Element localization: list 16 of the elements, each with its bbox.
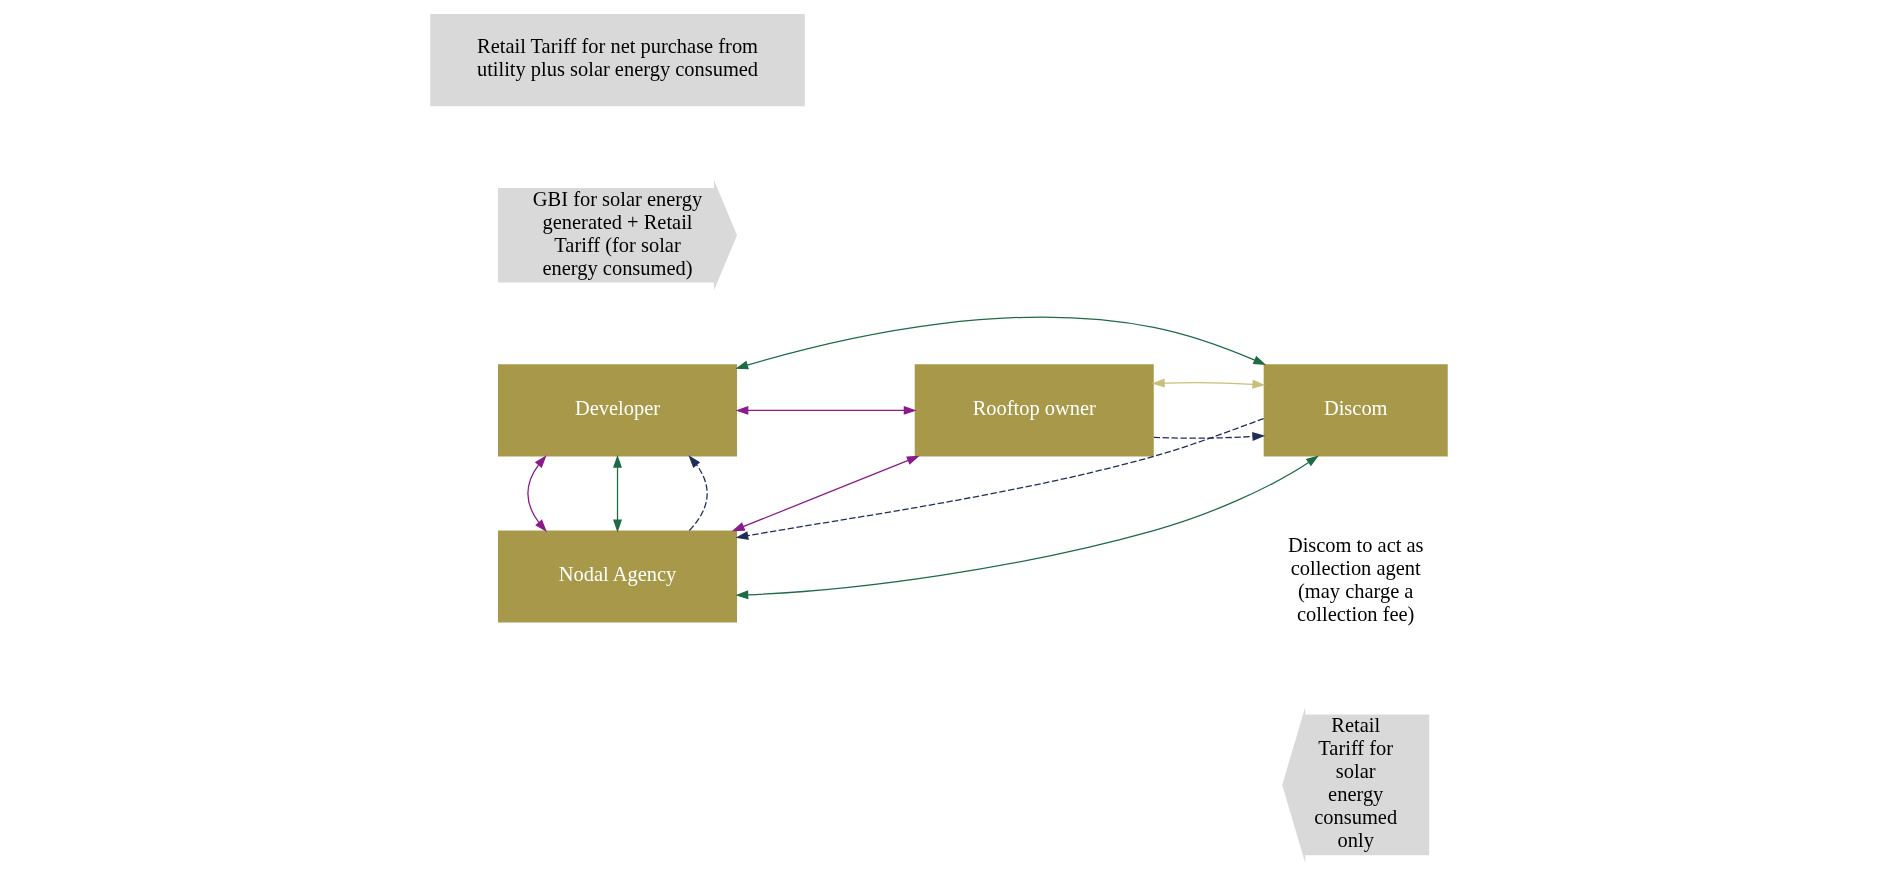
arrow [731, 455, 920, 531]
arrow [734, 315, 1266, 369]
node-box: Developer [497, 363, 737, 456]
arrow [735, 405, 917, 415]
arrow [734, 454, 1319, 599]
arrow [612, 454, 622, 532]
arrow [1151, 378, 1265, 389]
label: Discom to act as collection agent (may charge a collection fee) [1287, 533, 1424, 625]
node-box: Discom [1263, 363, 1448, 456]
arrow [526, 454, 547, 532]
arrow [687, 454, 708, 531]
arrow [735, 417, 1264, 540]
arrow [1152, 431, 1265, 441]
node-box: Rooftop owner [914, 363, 1154, 456]
node-box: Retail Tariff for net purchase from utility plus solar energy consumed [429, 13, 805, 106]
node-box: Nodal Agency [497, 530, 737, 623]
